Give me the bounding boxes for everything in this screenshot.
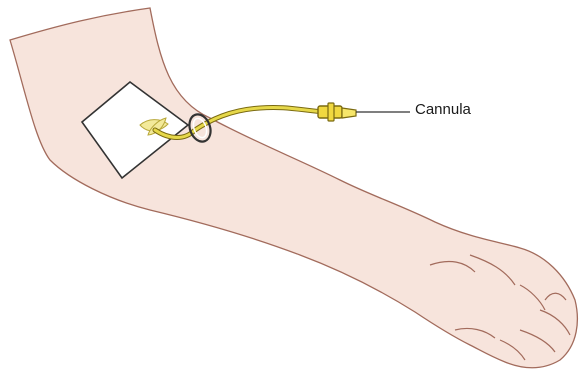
arm-icon	[10, 8, 577, 368]
cannula-label: Cannula	[415, 101, 471, 119]
cannula-hub-icon	[318, 103, 356, 121]
